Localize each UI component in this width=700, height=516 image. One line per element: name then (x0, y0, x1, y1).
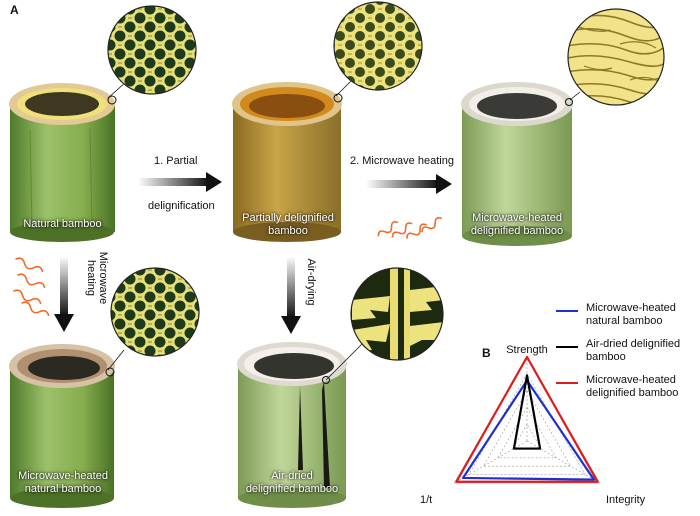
label-line: Microwave-heated (18, 470, 108, 482)
zoom-marker (107, 95, 117, 105)
radar-chart (453, 355, 601, 484)
label-microwave-delignified: Microwave-heated delignified bamboo (455, 212, 579, 238)
step-label-delignification: delignification (148, 200, 215, 212)
radar-grid-ring (511, 423, 543, 450)
microwave-waves-icon (13, 257, 50, 317)
arrow-down-air-drying (281, 256, 301, 334)
zoom-leader-line (569, 91, 581, 101)
label-line: Microwave-heated (472, 212, 562, 224)
radar-series-0 (461, 379, 596, 481)
radar-axis-integrity: Integrity (606, 494, 646, 506)
zoom-marker (105, 367, 115, 377)
panel-label-b: B (482, 346, 491, 360)
label-microwave-natural: Microwave-heated natural bamboo (4, 470, 122, 496)
legend-swatch (556, 382, 578, 384)
legend-text: Microwave-heated (586, 302, 676, 314)
microwave-natural-cylinder (9, 344, 115, 508)
cell-zoom-natural (107, 5, 197, 95)
label-line: bamboo (268, 225, 308, 237)
zoom-marker (322, 376, 330, 384)
cell-zoom-partial (333, 1, 423, 91)
step-label-partial: 1. Partial (154, 155, 198, 167)
step-label-air-drying: Air-drying (305, 258, 317, 306)
label-line: delignified bamboo (245, 483, 339, 495)
legend-swatch (556, 346, 578, 348)
label-line: natural bamboo (24, 483, 102, 495)
cell-zoom-microwave-delignified (567, 8, 665, 106)
cell-zoom-microwave-natural (110, 267, 200, 357)
label-line: Air-dried (271, 470, 313, 482)
radar-series-2 (455, 355, 599, 483)
arrow-microwave-heating (366, 174, 452, 194)
legend-text: natural bamboo (586, 315, 663, 327)
radar-axis-spoke (454, 440, 528, 484)
radar-axis-spoke (526, 440, 600, 484)
microwave-delignified-cylinder (461, 82, 573, 246)
radar-grid-ring (497, 406, 557, 459)
air-dried-delignified-cylinder (237, 342, 347, 508)
radar-series-1 (512, 374, 542, 450)
label-line: Partially delignified (242, 212, 334, 224)
zoom-marker (333, 93, 343, 103)
zoom-leader-line (107, 349, 125, 371)
label-natural-bamboo: Natural bamboo (23, 218, 102, 230)
legend-text: delignified bamboo (586, 387, 679, 399)
legend-text: Air-dried delignified (586, 338, 681, 350)
microwave-word: Microwave (97, 251, 109, 305)
label-air-dried: Air-dried delignified bamboo (232, 470, 352, 496)
step-label-microwave-heating: 2. Microwave heating (350, 155, 454, 167)
radar-axis-strength: Strength (506, 344, 548, 356)
legend-swatch (556, 310, 578, 312)
legend-text: bamboo (586, 351, 626, 363)
cell-zoom-air-dried (350, 267, 444, 361)
zoom-leader-line (335, 79, 353, 97)
zoom-leader-line (325, 343, 363, 381)
step-label-heating-vertical: heating (84, 249, 97, 307)
label-line: delignified bamboo (470, 225, 564, 237)
legend-text: Microwave-heated (586, 374, 676, 386)
arrow-down-microwave (54, 256, 74, 332)
label-partially-delignified: Partially delignified bamboo (226, 212, 350, 238)
microwave-waves-icon (377, 217, 443, 239)
zoom-leader-line (107, 81, 127, 99)
panel-label-a: A (10, 3, 19, 17)
natural-bamboo-cylinder (9, 83, 115, 242)
heating-word: heating (85, 259, 97, 297)
step-label-microwave-vertical: Microwave (96, 249, 109, 307)
arrow-partial-delignification (138, 172, 222, 192)
partially-delignified-cylinder (232, 82, 342, 242)
zoom-marker (565, 98, 573, 106)
radar-axis-inverse-t: 1/t (420, 494, 433, 506)
